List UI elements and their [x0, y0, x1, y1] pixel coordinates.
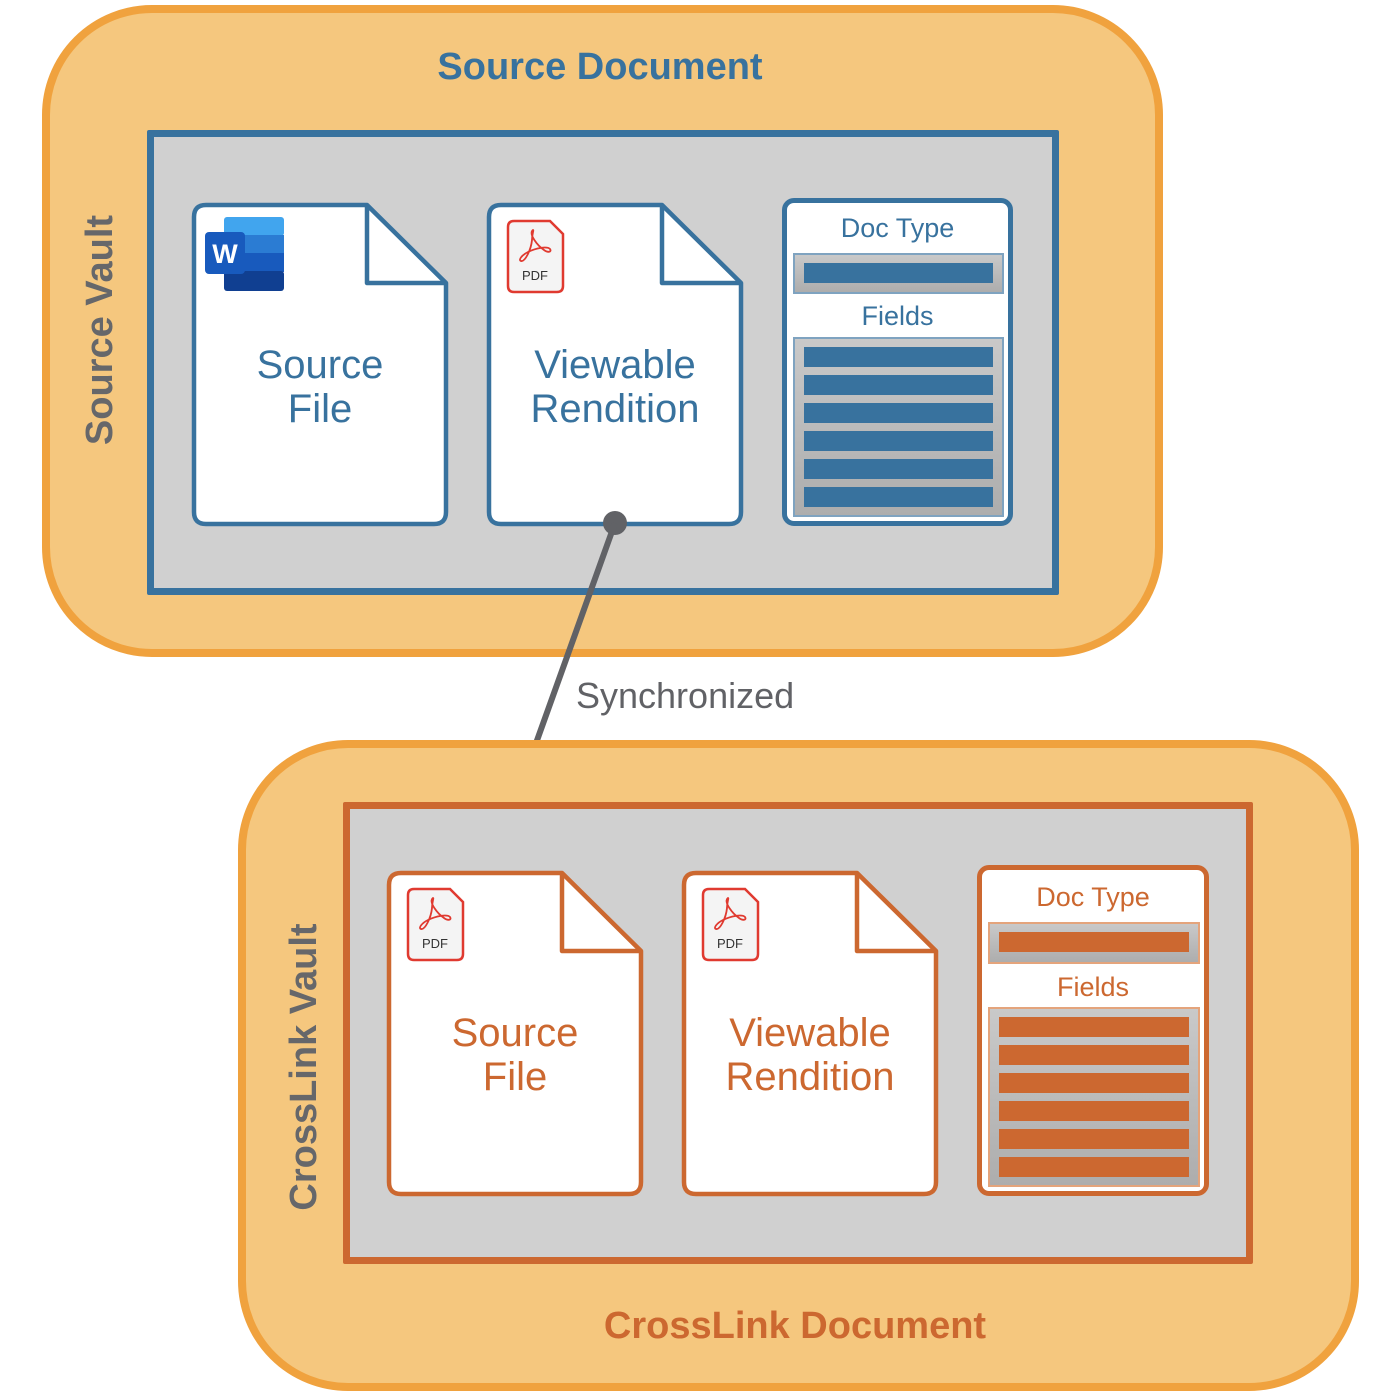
crosslink-viewable-rendition-card[interactable]: PDF Viewable Rendition: [681, 870, 939, 1197]
fields-box: [988, 1007, 1200, 1187]
viewable-rendition-card[interactable]: PDF Viewable Rendition: [486, 202, 744, 527]
source-document-title: Source Document: [437, 46, 763, 88]
field-bar: [999, 1129, 1189, 1149]
field-bar: [999, 1073, 1189, 1093]
field-bar: [999, 1101, 1189, 1121]
field-bar: [999, 1157, 1189, 1177]
svg-text:W: W: [212, 239, 238, 269]
crosslink-metadata-card[interactable]: Doc Type Fields: [977, 865, 1209, 1196]
source-metadata-card[interactable]: Doc Type Fields: [782, 198, 1013, 526]
doc-type-heading: Doc Type: [1036, 882, 1150, 912]
field-bar: [804, 431, 993, 451]
doc-type-box: [988, 922, 1200, 964]
svg-text:PDF: PDF: [717, 936, 743, 951]
svg-text:PDF: PDF: [422, 936, 448, 951]
viewable-rendition-label: Viewable Rendition: [530, 343, 700, 431]
fields-heading: Fields: [861, 301, 934, 331]
crosslink-document-title: CrossLink Document: [603, 1305, 987, 1347]
field-bar: [999, 1017, 1189, 1037]
fields-heading: Fields: [1056, 972, 1130, 1002]
field-bar: [804, 459, 993, 479]
field-bar: [804, 403, 993, 423]
synchronized-label: Synchronized: [576, 675, 795, 716]
doc-type-bar: [804, 263, 993, 283]
field-bar: [804, 347, 993, 367]
svg-text:PDF: PDF: [522, 268, 548, 283]
crosslink-viewable-rendition-label: Viewable Rendition: [725, 1011, 895, 1099]
doc-type-heading: Doc Type: [840, 213, 955, 243]
doc-type-box: [793, 253, 1004, 294]
source-file-card[interactable]: W Source File: [191, 202, 449, 527]
pdf-icon: PDF: [701, 887, 761, 963]
field-bar: [804, 375, 993, 395]
source-file-label: Source File: [256, 343, 384, 431]
word-icon: W: [205, 217, 285, 293]
pdf-icon: PDF: [406, 887, 466, 963]
fields-box: [793, 337, 1004, 517]
field-bar: [804, 487, 993, 507]
crosslink-vault-label: CrossLink Vault: [283, 923, 325, 1211]
field-bar: [999, 1045, 1189, 1065]
crosslink-source-file-label: Source File: [451, 1011, 579, 1099]
pdf-icon: PDF: [506, 219, 566, 295]
doc-type-bar: [999, 932, 1189, 952]
crosslink-source-file-card[interactable]: PDF Source File: [386, 870, 644, 1197]
